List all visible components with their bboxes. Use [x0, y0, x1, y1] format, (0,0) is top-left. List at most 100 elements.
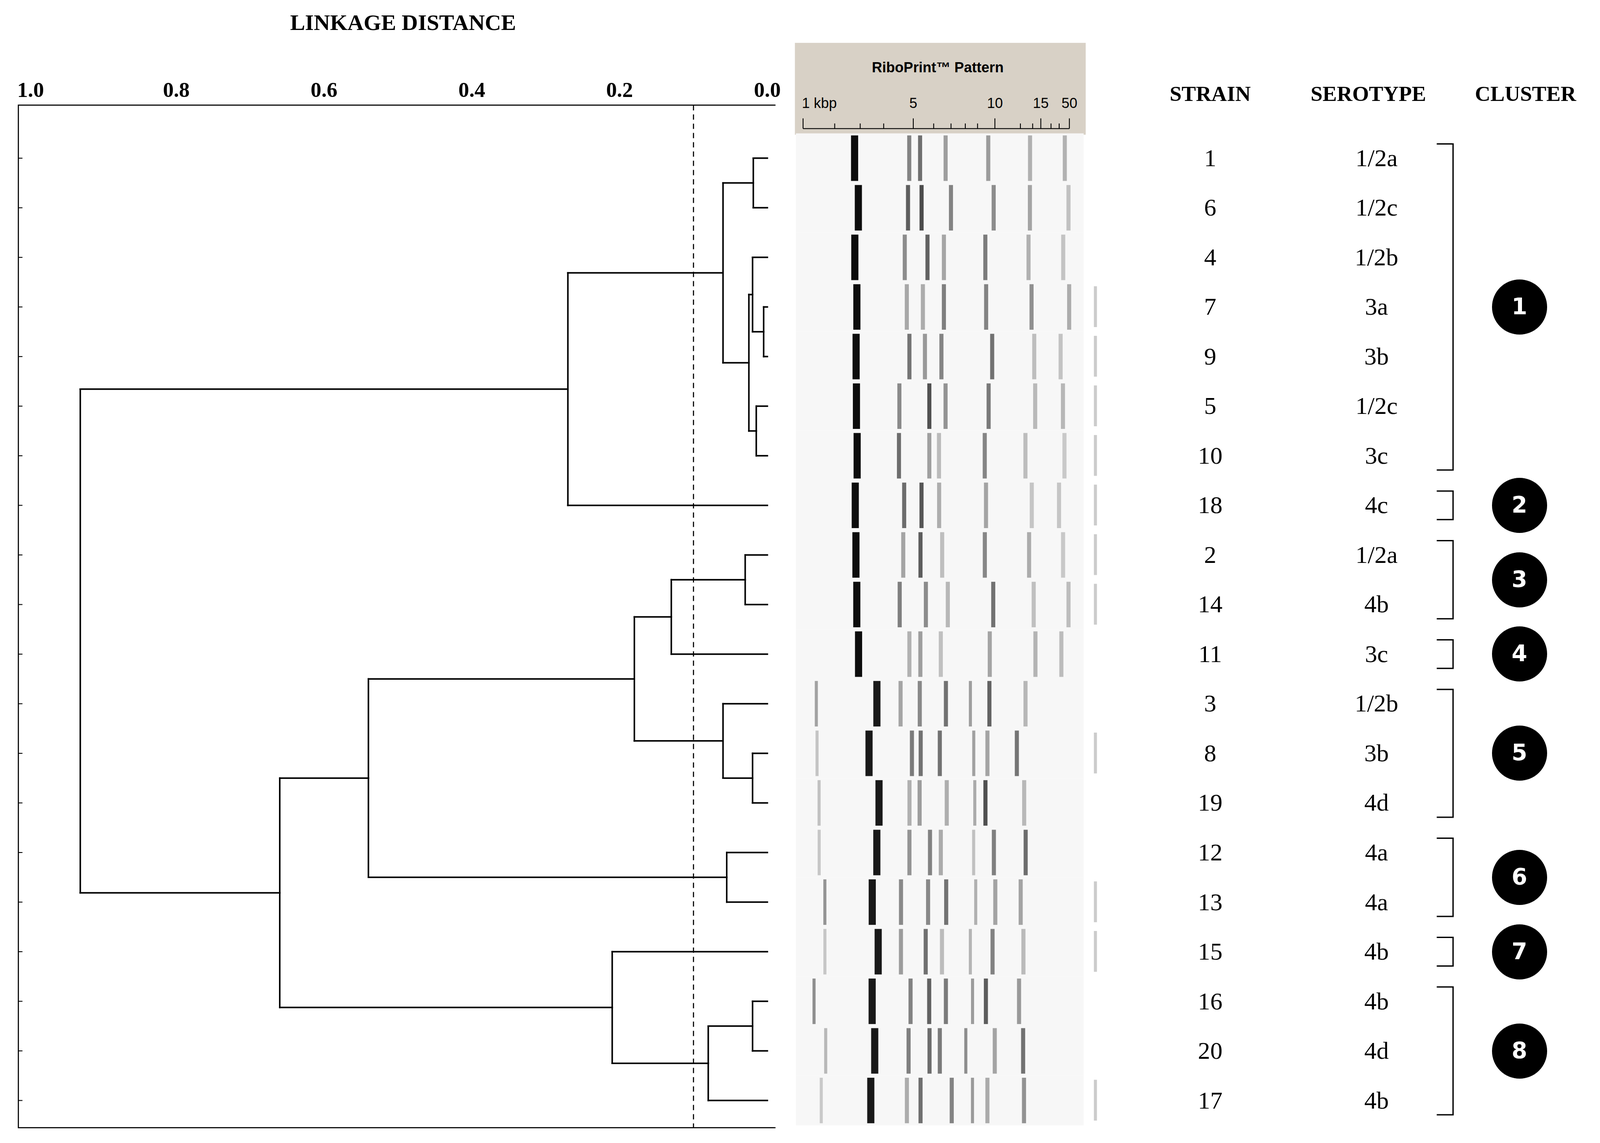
- serotype-label: 1/2b: [1354, 245, 1399, 270]
- lane-edge: [1093, 534, 1098, 576]
- strain-number: 2: [1204, 542, 1217, 568]
- dendrogram-branch: [753, 157, 768, 160]
- band: [937, 1027, 942, 1074]
- band: [875, 780, 883, 826]
- scale-tick: [994, 118, 996, 129]
- axis-tick: [18, 951, 23, 953]
- band: [949, 1077, 954, 1124]
- band: [983, 780, 988, 826]
- band: [923, 581, 928, 628]
- band: [817, 780, 821, 826]
- band: [971, 829, 975, 875]
- band: [901, 532, 906, 578]
- dendrogram-branch: [612, 950, 768, 953]
- band: [1066, 581, 1071, 628]
- cluster-circle: 1: [1492, 279, 1548, 335]
- band: [1056, 482, 1061, 529]
- band: [824, 1027, 828, 1074]
- lane-edge: [1093, 930, 1098, 972]
- band: [991, 829, 996, 875]
- band: [855, 631, 863, 677]
- band: [993, 879, 998, 925]
- band: [943, 135, 948, 181]
- strain-number: 17: [1198, 1088, 1223, 1113]
- cluster-number: 1: [1511, 295, 1527, 319]
- lane-ground: [796, 431, 1084, 481]
- axis-tick: [18, 207, 23, 209]
- cluster-circle: 7: [1492, 924, 1548, 980]
- scale-tick: [802, 118, 804, 129]
- axis-tick: [18, 802, 23, 804]
- band: [906, 1027, 911, 1074]
- axis-tick: [18, 1050, 23, 1052]
- band: [918, 730, 923, 776]
- lane-ground: [796, 629, 1084, 680]
- panel-title: RiboPrint™ Pattern: [871, 60, 1004, 75]
- scale-label: 1 kbp: [801, 96, 837, 111]
- band: [986, 383, 991, 429]
- scale-tick: [859, 123, 861, 129]
- column-header: SEROTYPE: [1310, 83, 1426, 105]
- dendrogram-branch: [368, 876, 727, 879]
- band: [907, 135, 912, 181]
- cluster-bracket: [1436, 689, 1454, 818]
- band: [817, 829, 821, 875]
- band: [917, 680, 922, 727]
- scale-label: 10: [986, 96, 1003, 111]
- circle-fill: [1492, 924, 1548, 980]
- axis-tick: [18, 306, 23, 308]
- dendrogram-branch: [612, 1062, 709, 1065]
- band: [898, 928, 903, 975]
- band: [918, 135, 923, 181]
- band: [987, 680, 992, 727]
- strain-number: 14: [1198, 592, 1223, 618]
- axis-tick-label: 0.4: [458, 78, 486, 101]
- band: [944, 780, 949, 826]
- band: [1027, 135, 1032, 181]
- scale-label: 50: [1061, 96, 1078, 111]
- band: [985, 730, 990, 776]
- scale-tick: [1032, 123, 1034, 129]
- band: [1061, 234, 1066, 280]
- band: [923, 928, 928, 975]
- dendrogram-branch: [722, 777, 753, 779]
- band: [851, 482, 859, 529]
- strain-number: 3: [1204, 691, 1217, 717]
- cluster-circle: 4: [1492, 626, 1548, 682]
- band: [907, 780, 912, 826]
- band: [986, 135, 990, 181]
- band: [1018, 879, 1023, 925]
- strain-number: 13: [1198, 889, 1223, 915]
- lane-ground: [796, 282, 1084, 332]
- lane-ground: [796, 926, 1084, 977]
- band: [873, 829, 881, 875]
- strain-number: 11: [1198, 641, 1223, 667]
- band: [990, 928, 995, 975]
- band: [852, 532, 860, 578]
- band: [851, 234, 859, 280]
- band: [987, 631, 992, 677]
- band: [1060, 383, 1065, 429]
- band: [1062, 432, 1067, 479]
- band: [973, 780, 977, 826]
- band: [983, 482, 988, 529]
- lane-ground: [796, 530, 1084, 581]
- cutoff-line: [692, 104, 695, 1128]
- dendrogram-branch: [726, 901, 768, 904]
- cluster-number: 6: [1511, 866, 1527, 889]
- lane-edge: [1093, 1079, 1098, 1121]
- lane-edge: [1093, 583, 1098, 625]
- band: [927, 432, 932, 479]
- lane-ground: [796, 728, 1084, 779]
- strain-number: 6: [1204, 195, 1217, 221]
- lane-ground: [796, 877, 1084, 927]
- dendrogram-branch: [752, 752, 768, 755]
- cluster-bracket: [1436, 491, 1454, 520]
- band: [927, 1027, 932, 1074]
- band: [927, 383, 932, 429]
- cluster-circle: 6: [1492, 849, 1548, 905]
- strain-number: 4: [1204, 245, 1217, 270]
- dendrogram-branch: [671, 653, 768, 655]
- band: [1026, 234, 1031, 280]
- axis-tick-label: 0.8: [163, 78, 190, 101]
